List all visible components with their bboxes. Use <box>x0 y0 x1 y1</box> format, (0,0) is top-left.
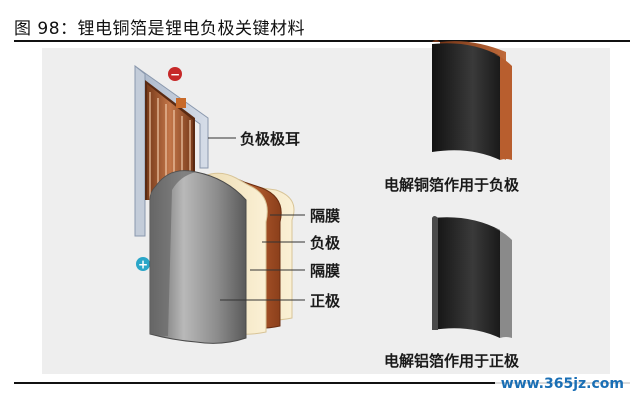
copper-foil-illustration <box>432 40 512 161</box>
label-anode: 负极 <box>310 234 341 252</box>
negative-symbol: − <box>170 68 180 82</box>
label-aluminum-foil-note: 电解铝箔作用于正极 <box>384 352 520 370</box>
negative-terminal-icon: − <box>168 67 182 82</box>
leader-lines <box>208 137 305 301</box>
label-separator-1: 隔膜 <box>310 207 341 225</box>
positive-symbol: + <box>138 258 148 272</box>
label-cathode: 正极 <box>310 292 341 310</box>
top-rule <box>14 40 630 42</box>
figure-caption: 图 98：锂电铜箔是锂电负极关键材料 <box>14 19 306 39</box>
label-separator-2: 隔膜 <box>310 262 341 280</box>
label-negative-tab: 负极极耳 <box>240 130 301 148</box>
bottom-rule <box>14 382 630 384</box>
watermark: www.365jz.com <box>494 374 630 394</box>
rolled-layers <box>149 170 295 344</box>
aluminum-foil-illustration <box>432 216 512 338</box>
positive-terminal-icon: + <box>136 257 150 272</box>
label-copper-foil-note: 电解铜箔作用于负极 <box>384 176 520 194</box>
